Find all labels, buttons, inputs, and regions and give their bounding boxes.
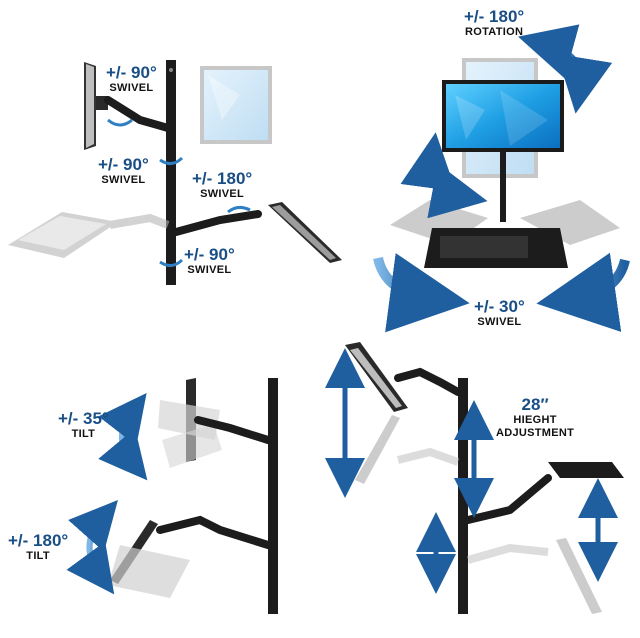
label-swivel-monitor: +/- 90° SWIVEL [106, 64, 157, 94]
label-swivel-tray: +/- 30° SWIVEL [474, 298, 525, 328]
swivel-arrow-right [536, 252, 630, 332]
label-caption: ROTATION [464, 26, 524, 38]
label-caption: TILT [71, 428, 96, 440]
lower-arm [172, 210, 262, 236]
label-value: 28″ [521, 395, 549, 414]
label-swivel-lower: +/- 90° SWIVEL [184, 246, 235, 276]
panel-top-left [8, 60, 342, 285]
label-caption: TILT [26, 550, 50, 562]
monitor-side-view [84, 62, 108, 150]
panel-bottom-right [325, 342, 624, 614]
label-caption: SWIVEL [109, 82, 154, 94]
panel-top-right [373, 24, 630, 333]
tilted-monitor [268, 202, 342, 263]
tilt-arrow-bottom [66, 500, 118, 595]
rotation-arrow [518, 24, 613, 114]
tilt-arrow-top [98, 392, 148, 481]
pole [166, 60, 176, 285]
main-monitor [442, 80, 564, 152]
panel-bottom-left [66, 378, 278, 614]
label-height-adjustment: 28″ HIEGHT ADJUSTMENT [496, 396, 574, 439]
label-rotation: +/- 180° ROTATION [464, 8, 524, 38]
label-value: +/- 35° [58, 409, 109, 428]
label-value: +/- 90° [98, 155, 149, 174]
tilt-monitor-top [158, 378, 222, 468]
label-value: +/- 180° [192, 169, 253, 188]
label-caption: SWIVEL [200, 188, 245, 200]
height-tray [548, 462, 624, 478]
swivel-arrow-left [373, 253, 470, 333]
label-value: +/- 90° [106, 63, 157, 82]
label-value: +/- 90° [184, 245, 235, 264]
label-tilt-tray: +/- 180° TILT [8, 532, 68, 562]
label-tilt-monitor: +/- 35° TILT [58, 410, 109, 440]
label-value: +/- 180° [464, 7, 525, 26]
label-value: +/- 30° [474, 297, 525, 316]
label-caption-line2: ADJUSTMENT [496, 427, 575, 439]
ghost-monitor [200, 66, 272, 144]
label-caption: SWIVEL [101, 174, 146, 186]
label-swivel-side: +/- 180° SWIVEL [192, 170, 252, 200]
tilt-tray-bottom [108, 520, 190, 598]
upper-arm [104, 96, 172, 132]
keyboard-tray [424, 228, 568, 268]
label-swivel-arm: +/- 90° SWIVEL [98, 156, 149, 186]
label-caption-line1: HIEGHT [513, 414, 557, 426]
label-caption: SWIVEL [187, 264, 232, 276]
label-value: +/- 180° [8, 531, 69, 550]
label-caption: SWIVEL [477, 316, 522, 328]
ghost-keyboard-tray [8, 212, 170, 258]
